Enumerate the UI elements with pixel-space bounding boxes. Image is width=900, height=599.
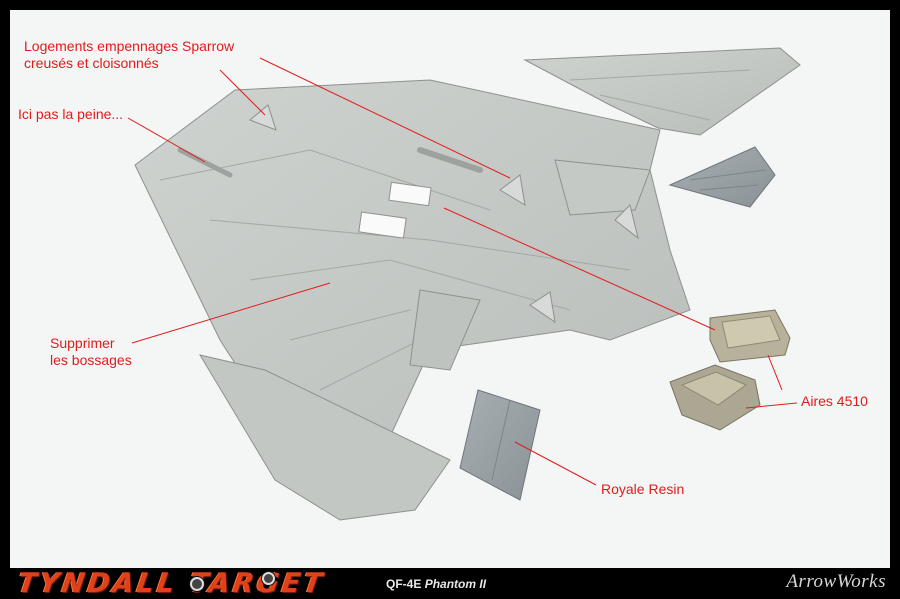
resin-flap-top: [668, 146, 776, 208]
annotation-bossages: Supprimer les bossages: [50, 335, 132, 369]
annotation-bossages-line-2: les bossages: [50, 352, 132, 368]
main-wing: [134, 79, 691, 481]
annotation-aires: Aires 4510: [801, 393, 868, 409]
flap: [198, 354, 451, 521]
model-caption: QF-4E Phantom II: [386, 577, 486, 591]
panel-lines: [159, 69, 751, 391]
model-prefix: QF-4E: [386, 577, 422, 591]
sparrow-fin-right: [499, 174, 526, 206]
cutout-1: [388, 181, 432, 207]
leader-lines: [127, 57, 798, 486]
sparrow-fin-left: [249, 104, 277, 131]
arrowworks-brand: ArrowWorks: [786, 571, 886, 592]
resin-wheel-well-2: [669, 364, 761, 431]
cutout-2: [358, 211, 407, 239]
bullet-hole-icon: [190, 577, 204, 591]
bullet-hole-icon: [262, 572, 275, 585]
resin-flap-top-lines: [689, 169, 766, 191]
annotation-bossages-line-1: Supprimer: [50, 335, 115, 351]
pylon-fin-2: [529, 291, 556, 324]
annotation-peine: Ici pas la peine...: [18, 106, 124, 122]
annotation-royale: Royale Resin: [601, 481, 685, 497]
trailing-flap: [554, 159, 651, 216]
annotation-sparrow-line-2: creusés et cloisonnés: [24, 55, 159, 71]
model-name: Phantom II: [424, 577, 487, 591]
model-photo: Logements empennages Sparrow creusés et …: [10, 10, 890, 568]
tyndall-target-logo: TYNDALL TARGET: [15, 568, 327, 599]
annotation-sparrow: Logements empennages Sparrow creusés et …: [24, 38, 234, 72]
outer-wing-panel: [523, 47, 801, 136]
bump-center: [417, 147, 483, 173]
pylon-fin-1: [614, 204, 639, 240]
resin-flap-lower-hinge: [491, 399, 511, 481]
wing-photo-illustration: [127, 47, 801, 521]
bump-left: [177, 147, 233, 178]
annotation-sparrow-line-1: Logements empennages Sparrow: [24, 38, 235, 54]
aileron: [409, 289, 481, 371]
resin-wheel-well-1: [709, 309, 791, 363]
footer-bar: TYNDALL TARGET QF-4E Phantom II ArrowWor…: [0, 568, 900, 599]
